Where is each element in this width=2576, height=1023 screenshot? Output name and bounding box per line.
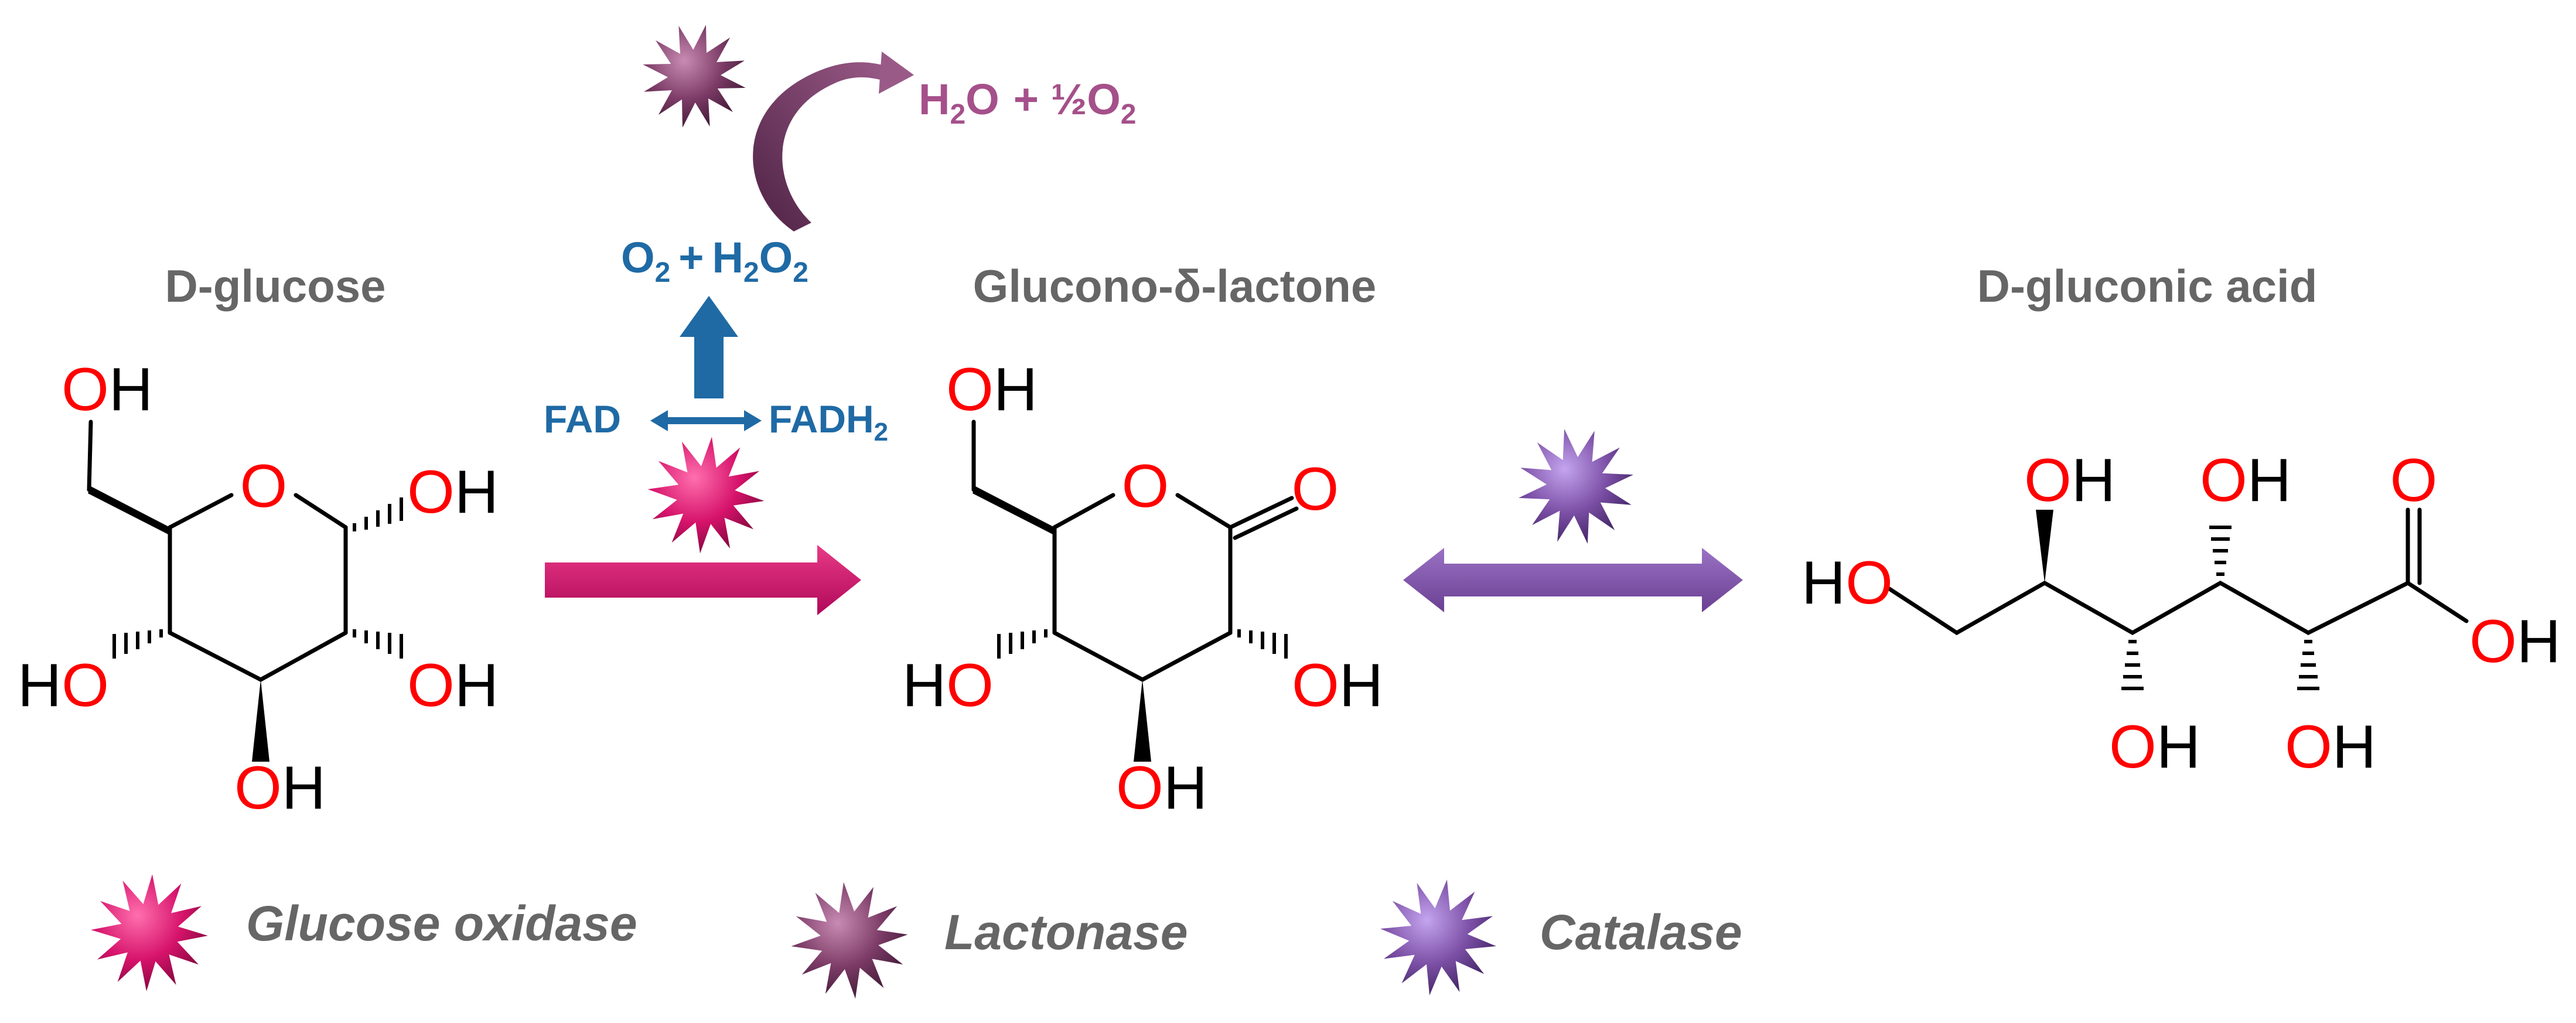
glucose-c1-oh-label: OH	[407, 458, 499, 526]
water-oxygen-label: H2O+ ½O2	[919, 75, 1136, 130]
gluconic-c3-oh-label: OH	[2200, 446, 2291, 514]
lactone-ring-oxygen: O	[1122, 452, 1169, 520]
lactone-carbonyl-oxygen: O	[1292, 455, 1339, 523]
glucose-ch2oh-label: OH	[62, 356, 153, 424]
gluconic-title: D-gluconic acid	[1977, 260, 2318, 312]
gluconic-structure: HO OH OH O OH OH OH	[1802, 446, 2561, 781]
glucose-title: D-glucose	[165, 260, 385, 312]
gluconic-carbonyl-oxygen: O	[2390, 446, 2438, 514]
legend-glucose-oxidase-star-icon	[91, 874, 208, 991]
legend: Glucose oxidase Lactonase Catalase	[91, 874, 1742, 999]
legend-lactonase-label: Lactonase	[944, 905, 1188, 960]
glucose-oxidase-arrow	[545, 545, 861, 615]
legend-lactonase-star-icon	[791, 882, 908, 999]
legend-catalase-label: Catalase	[1540, 905, 1742, 960]
fad-label: FAD	[544, 397, 621, 441]
gluconic-c5-oh-label: OH	[2024, 446, 2116, 514]
lactone-c4-ho-label: HO	[902, 652, 994, 719]
legend-catalase-star-icon	[1380, 879, 1496, 995]
glucose-ring-oxygen: O	[240, 452, 288, 520]
gluconic-c2-oh-label: OH	[2285, 713, 2376, 781]
equilibrium-arrow	[1403, 548, 1743, 612]
glucose-c2-oh-label: OH	[407, 652, 499, 719]
fadh2-label: FADH2	[769, 397, 888, 446]
gluconic-c6-ho-label: HO	[1802, 549, 1893, 617]
lactone-c2-oh-label: OH	[1292, 652, 1383, 719]
oxygen-release-arrow	[680, 296, 738, 398]
glucose-oxidase-star-icon	[647, 437, 765, 554]
top-lactonase-star-icon	[643, 25, 746, 128]
legend-glucose-oxidase-label: Glucose oxidase	[246, 896, 637, 951]
catalase-arrowhead	[879, 52, 914, 94]
gluconic-acid-oh-label: OH	[2469, 608, 2561, 676]
catalase-curved-arrow	[753, 62, 890, 231]
lactone-c3-oh-label: OH	[1116, 754, 1207, 822]
gluconic-c4-oh-label: OH	[2109, 713, 2200, 781]
fad-exchange-arrow	[650, 410, 762, 431]
glucose-c3-oh-label: OH	[234, 754, 326, 822]
glucose-c4-ho-label: HO	[18, 652, 109, 719]
lactone-title: Glucono-δ-lactone	[973, 260, 1377, 312]
glucose-structure: O OH OH OH HO OH	[18, 356, 499, 822]
o2-h2o2-label: O2+H2O2	[621, 233, 808, 288]
lactone-ch2oh-label: OH	[946, 356, 1038, 424]
lactone-structure: O O OH OH HO OH	[902, 356, 1383, 822]
catalase-star-icon	[1519, 429, 1633, 544]
